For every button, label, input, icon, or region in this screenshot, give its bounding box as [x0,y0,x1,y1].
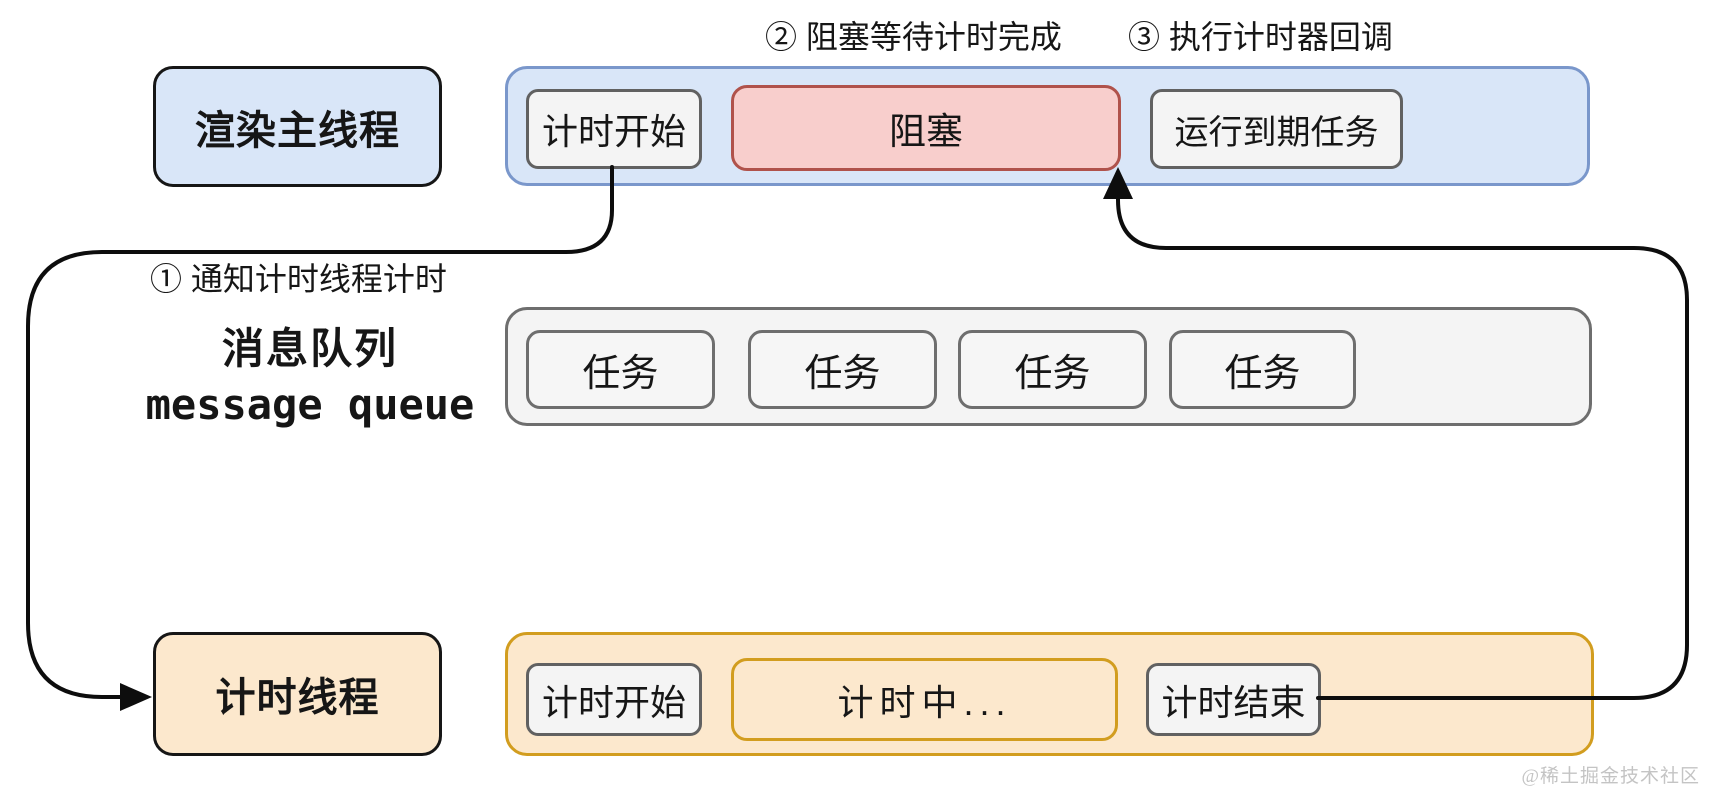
blocked-label: 阻塞 [889,111,963,152]
timer-done-arrow [1116,192,1689,700]
timer-timing-start-label: 计时开始 [541,681,686,723]
annotation-step2: ② 阻塞等待计时完成 [765,19,1062,55]
timer-thread-label: 计时线程 [215,676,380,720]
message-queue-label-en: message queue [145,380,475,430]
message-queue-label-zh: 消息队列 [221,325,398,372]
annotation-step3: ③ 执行计时器回调 [1128,19,1393,55]
render-main-thread-lane: 计时开始 阻塞 运行到期任务 [505,66,1590,186]
task-label: 任务 [582,353,659,395]
timer-timing-end-label: 计时结束 [1161,681,1306,723]
run-expired-tasks-label: 运行到期任务 [1174,113,1379,152]
notify-timer-arrow [26,165,614,699]
annotation-step1: ① 通知计时线程计时 [150,261,447,297]
timing-in-progress-label: 计时中... [837,681,1012,723]
watermark: @稀土掘金技术社区 [1521,766,1700,787]
task-box: 任务 [748,330,937,409]
timer-thread-label-box: 计时线程 [153,632,442,756]
timer-thread-lane: 计时开始 计时中... 计时结束 [505,632,1594,756]
task-box: 任务 [958,330,1147,409]
task-label: 任务 [804,353,881,395]
render-main-thread-label: 渲染主线程 [195,108,400,153]
main-timing-start-label: 计时开始 [541,111,686,152]
render-main-thread-label-box: 渲染主线程 [153,66,442,187]
task-box: 任务 [1169,330,1356,409]
run-expired-tasks-box: 运行到期任务 [1150,89,1403,169]
message-queue-label: 消息队列 message queue [110,324,510,431]
blocked-box: 阻塞 [731,85,1121,171]
main-timing-start-box: 计时开始 [526,89,702,169]
task-label: 任务 [1014,353,1091,395]
message-queue-lane: 任务 任务 任务 任务 [505,307,1592,426]
task-box: 任务 [526,330,715,409]
timer-timing-start-box: 计时开始 [526,663,702,736]
timing-in-progress-box: 计时中... [731,658,1118,741]
notify-timer-arrowhead-icon [120,683,152,711]
timing-end-box: 计时结束 [1146,663,1321,736]
task-label: 任务 [1224,353,1301,395]
